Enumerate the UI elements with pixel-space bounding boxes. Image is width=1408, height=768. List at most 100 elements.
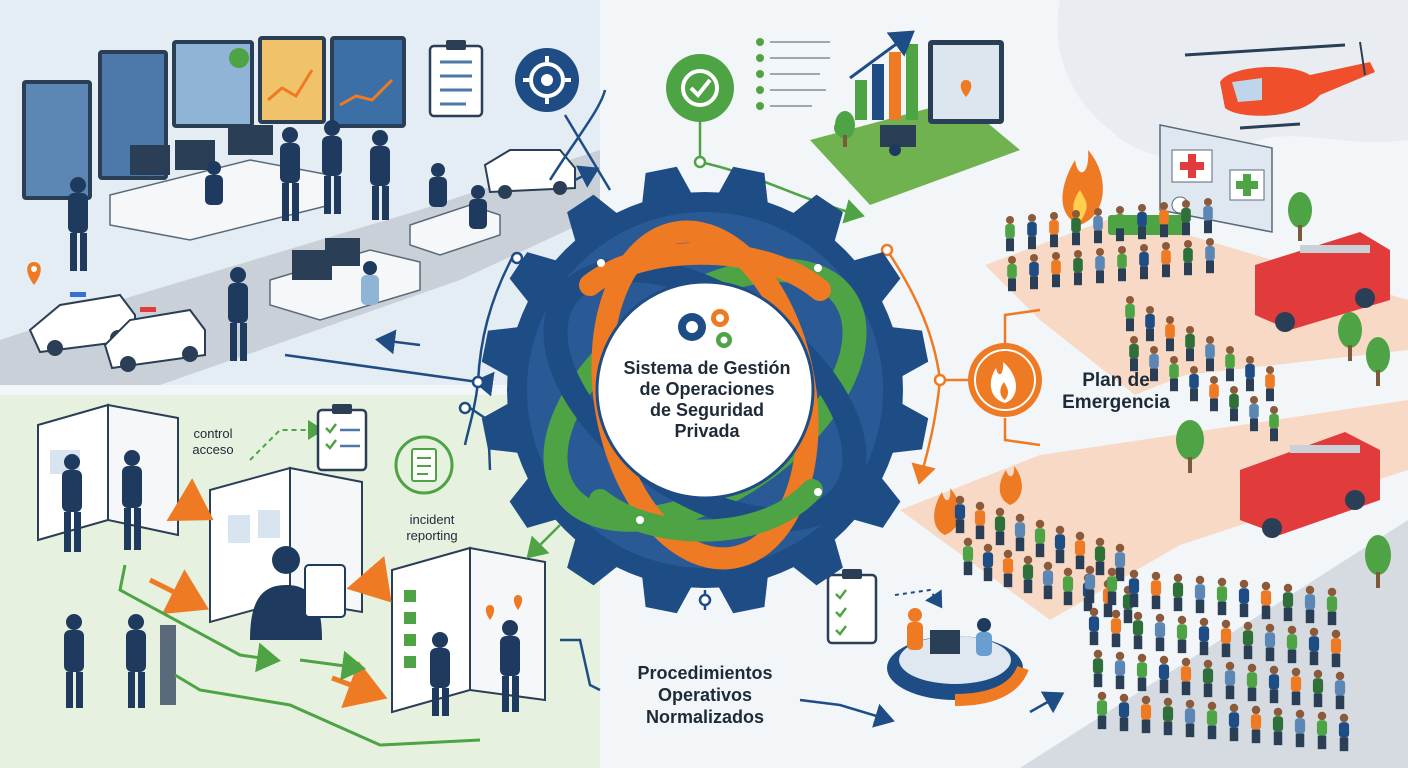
person-figure — [982, 543, 994, 582]
person-figure — [1169, 356, 1179, 392]
gear-icon — [678, 309, 732, 348]
gear-icon — [515, 48, 579, 112]
person-figure — [1294, 709, 1306, 748]
trees — [835, 111, 1391, 588]
fire-icon — [968, 343, 1042, 417]
person-figure — [1002, 549, 1014, 588]
clipboard-icon — [316, 404, 368, 472]
person-figure — [1140, 695, 1152, 734]
person-figure — [1225, 346, 1235, 382]
person-figure — [1145, 306, 1155, 342]
person-figure — [1229, 386, 1239, 422]
person-figure — [1128, 569, 1140, 608]
incident-reporting-label: incident reporting — [392, 512, 472, 544]
person-figure — [1139, 244, 1149, 280]
monitor-wall — [22, 36, 406, 200]
center-title-line-4: Privada — [674, 421, 740, 441]
person-figure — [1269, 406, 1279, 442]
person-figure — [1246, 663, 1258, 702]
person-figure — [1176, 615, 1188, 654]
person-figure — [1096, 691, 1108, 730]
person-figure — [1027, 214, 1037, 250]
center-title-line-2: de Operaciones — [639, 379, 775, 399]
center-title: Sistema de Gestión de Operaciones de Seg… — [600, 358, 814, 442]
person-figure — [1189, 366, 1199, 402]
person-figure — [1181, 200, 1191, 236]
person-figure — [1161, 242, 1171, 278]
clipboard-icon — [428, 40, 484, 118]
person-figure — [1125, 296, 1135, 332]
person-figure — [1205, 238, 1215, 274]
person-figure — [1093, 208, 1103, 244]
incident-reporting-label-line-1: incident — [409, 512, 455, 527]
person-figure — [1115, 206, 1125, 242]
guards-procedures — [62, 450, 520, 716]
person-figure — [1149, 346, 1159, 382]
person-figure — [1114, 543, 1126, 582]
person-figure — [1095, 248, 1105, 284]
incident-reporting-label-line-2: reporting — [406, 528, 458, 543]
access-control-label: control acceso — [180, 426, 246, 458]
loop-dots — [597, 259, 822, 524]
person-figure — [1228, 703, 1240, 742]
emergency-label-line-1: Plan de — [1082, 370, 1150, 391]
person-figure — [1282, 583, 1294, 622]
person-figure — [1265, 366, 1275, 402]
person-figure — [1272, 707, 1284, 746]
center-title-line-1: Sistema de Gestión — [623, 358, 791, 378]
person-figure — [1114, 651, 1126, 690]
person-figure — [1245, 356, 1255, 392]
person-figure — [1250, 705, 1262, 744]
procedure-flow-arrows — [118, 420, 481, 747]
evacuation-crowd — [954, 198, 1350, 752]
person-figure — [1029, 254, 1039, 290]
person-figure — [1203, 198, 1213, 234]
person-figure — [1238, 579, 1250, 618]
person-figure — [1084, 565, 1096, 604]
person-figure — [1242, 621, 1254, 660]
person-figure — [1249, 396, 1259, 432]
person-figure — [1308, 627, 1320, 666]
person-figure — [1220, 619, 1232, 658]
person-figure — [1158, 655, 1170, 694]
person-figure — [994, 507, 1006, 546]
center-title-line-3: de Seguridad — [649, 400, 765, 420]
person-figure — [1159, 202, 1169, 238]
person-figure — [954, 495, 966, 534]
person-figure — [1132, 611, 1144, 650]
person-figure — [1185, 326, 1195, 362]
person-figure — [962, 537, 974, 576]
person-figure — [1312, 669, 1324, 708]
helicopter-icon — [1184, 41, 1375, 130]
person-figure — [1014, 513, 1026, 552]
operations-ring-platform — [826, 569, 1029, 706]
procedures-label-line-3: Normalizados — [645, 707, 765, 727]
person-figure — [1290, 667, 1302, 706]
person-figure — [1334, 671, 1346, 710]
person-figure — [1005, 216, 1015, 252]
person-figure — [1088, 607, 1100, 646]
person-figure — [1137, 204, 1147, 240]
person-figure — [1162, 697, 1174, 736]
person-figure — [1224, 661, 1236, 700]
guards-control-room — [68, 120, 487, 361]
person-figure — [1117, 246, 1127, 282]
person-figure — [1194, 575, 1206, 614]
person-figure — [1198, 617, 1210, 656]
person-figure — [1073, 250, 1083, 286]
checklist-gear-icon — [666, 38, 830, 122]
person-figure — [974, 501, 986, 540]
checklist-icon — [394, 435, 454, 495]
person-figure — [1268, 665, 1280, 704]
person-figure — [1326, 587, 1338, 626]
person-figure — [1209, 376, 1219, 412]
person-figure — [1338, 713, 1350, 752]
person-figure — [1216, 577, 1228, 616]
evacuation-path-upper — [985, 215, 1408, 395]
access-control-label-line-2: acceso — [192, 442, 234, 457]
person-figure — [1007, 256, 1017, 292]
person-figure — [1286, 625, 1298, 664]
person-figure — [1022, 555, 1034, 594]
person-figure — [1260, 581, 1272, 620]
